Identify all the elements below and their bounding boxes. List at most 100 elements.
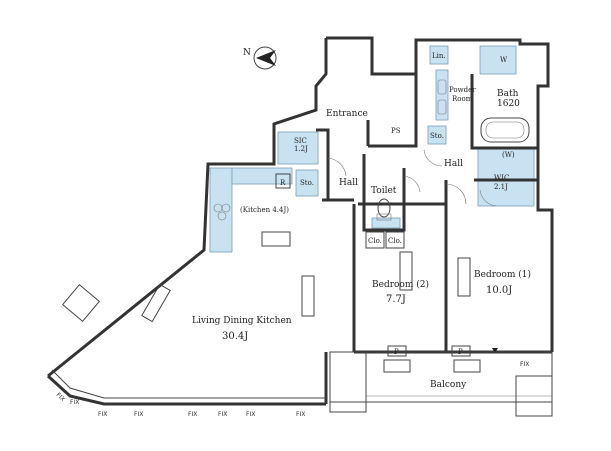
ldk-ac-unit bbox=[301, 275, 315, 317]
label-wic-2: 2.1J bbox=[494, 183, 508, 191]
wash-area bbox=[479, 45, 517, 75]
label-kitchen: (Kitchen 4.4J) bbox=[240, 206, 289, 214]
bed2-ac-unit bbox=[399, 251, 413, 291]
label-toilet: Toilet bbox=[371, 186, 397, 196]
label-bedroom-1-size: 10.0J bbox=[486, 285, 512, 296]
balcony-column-west bbox=[329, 351, 367, 413]
sink-1 bbox=[437, 79, 447, 95]
label-bedroom-2: Bedroom (2) bbox=[372, 279, 429, 290]
label-linen: Lin. bbox=[432, 52, 446, 60]
label-fridge: R bbox=[280, 179, 286, 187]
fix-labels: FIX FIX FIX FIX FIX FIX FIX FIX FIX bbox=[55, 361, 530, 418]
label-wash: W bbox=[500, 56, 508, 64]
label-ldk: Living Dining Kitchen bbox=[192, 316, 292, 326]
closet-2-box bbox=[385, 231, 405, 249]
label-p-1: P bbox=[394, 348, 399, 356]
balcony-outline bbox=[329, 351, 553, 403]
entry-arrow-icon bbox=[492, 348, 498, 353]
walls bbox=[46, 36, 554, 406]
label-wic-1: WIC bbox=[494, 174, 509, 182]
closet-1-box bbox=[365, 231, 385, 249]
fix-label: FIX bbox=[70, 399, 79, 406]
p-box-1 bbox=[387, 345, 407, 357]
ldk-column bbox=[61, 283, 101, 323]
compass-arrow-icon bbox=[256, 50, 276, 66]
wet-areas bbox=[209, 45, 535, 253]
sink-2 bbox=[437, 99, 447, 115]
stove-burner-3 bbox=[217, 211, 227, 221]
label-wic-w: (W) bbox=[502, 151, 515, 159]
bed1-door-swing bbox=[445, 183, 467, 205]
compass-label: N bbox=[243, 48, 251, 58]
p-box-2 bbox=[451, 345, 471, 357]
outer-wall-north-west bbox=[47, 38, 328, 378]
label-p-2: P bbox=[458, 348, 463, 356]
wic-door-swing bbox=[479, 189, 497, 207]
label-storage-1: Sto. bbox=[300, 179, 314, 187]
kitchen-counter bbox=[209, 167, 233, 253]
toilet-door-swing bbox=[403, 175, 421, 193]
ac-outdoor-1 bbox=[383, 359, 411, 373]
fix-label: FIX bbox=[188, 411, 197, 418]
compass-ring bbox=[253, 46, 277, 70]
powder-vanity bbox=[435, 69, 449, 121]
kitchen-upper bbox=[231, 167, 293, 185]
balcony-column-east bbox=[515, 375, 553, 417]
bath-wall bbox=[470, 74, 538, 150]
entrance-inner-wall bbox=[316, 128, 330, 200]
balcony bbox=[329, 351, 553, 417]
powder-door-swing bbox=[423, 149, 443, 167]
entrance-door-swing bbox=[327, 157, 347, 177]
toilet-floor bbox=[371, 217, 401, 229]
toilet-tank bbox=[376, 213, 392, 221]
storage-area-2 bbox=[427, 125, 447, 145]
ps-wall bbox=[368, 74, 418, 148]
doors bbox=[327, 149, 497, 207]
sic-area bbox=[277, 131, 319, 165]
ac-outdoor-2 bbox=[453, 359, 481, 373]
fix-label: FIX bbox=[296, 411, 305, 418]
label-hall-2: Hall bbox=[444, 159, 463, 169]
toilet-bowl bbox=[377, 198, 391, 218]
fridge-box bbox=[275, 173, 291, 189]
wic-area bbox=[477, 147, 535, 207]
label-powder-2: Room bbox=[452, 95, 473, 103]
fixtures bbox=[141, 79, 530, 357]
window-line-inner bbox=[51, 369, 326, 399]
storage-area-1 bbox=[295, 169, 319, 197]
label-bedroom-2-size: 7.7J bbox=[386, 294, 406, 305]
label-ps: PS bbox=[391, 127, 401, 135]
fix-label: FIX bbox=[218, 411, 227, 418]
ldk-window-line bbox=[51, 283, 326, 399]
label-balcony: Balcony bbox=[430, 380, 467, 390]
toilet-wall bbox=[362, 154, 406, 232]
label-closet-2: Clo. bbox=[388, 237, 402, 245]
label-bath-1: Bath bbox=[497, 89, 519, 99]
outer-wall-north-east bbox=[326, 36, 554, 352]
outer-wall-south-west bbox=[46, 374, 326, 406]
room-labels: Entrance PS Lin. W Powder Room Bath 1620… bbox=[192, 52, 531, 390]
fix-label: FIX bbox=[520, 361, 529, 368]
bed1-ac-unit bbox=[457, 257, 471, 297]
ldk-column-2 bbox=[141, 283, 171, 323]
label-powder-1: Powder bbox=[449, 86, 476, 94]
fix-label: FIX bbox=[246, 411, 255, 418]
fix-label: FIX bbox=[98, 411, 107, 418]
label-bedroom-1: Bedroom (1) bbox=[474, 269, 531, 280]
bathtub-inner bbox=[485, 121, 525, 139]
fix-label: FIX bbox=[55, 391, 67, 403]
stove-burner-2 bbox=[221, 203, 231, 213]
label-ldk-size: 30.4J bbox=[222, 331, 248, 342]
linen-area bbox=[429, 45, 449, 65]
label-hall-1: Hall bbox=[339, 178, 358, 188]
label-sic-1: SIC bbox=[294, 137, 307, 145]
kitchen-island bbox=[261, 231, 291, 247]
fix-label: FIX bbox=[134, 411, 143, 418]
label-entrance: Entrance bbox=[326, 109, 368, 119]
compass: N bbox=[243, 46, 277, 70]
bathtub bbox=[480, 117, 530, 143]
label-bath-2: 1620 bbox=[497, 99, 520, 109]
label-sic-2: 1.2J bbox=[294, 145, 308, 153]
label-storage-2: Sto. bbox=[430, 132, 444, 140]
